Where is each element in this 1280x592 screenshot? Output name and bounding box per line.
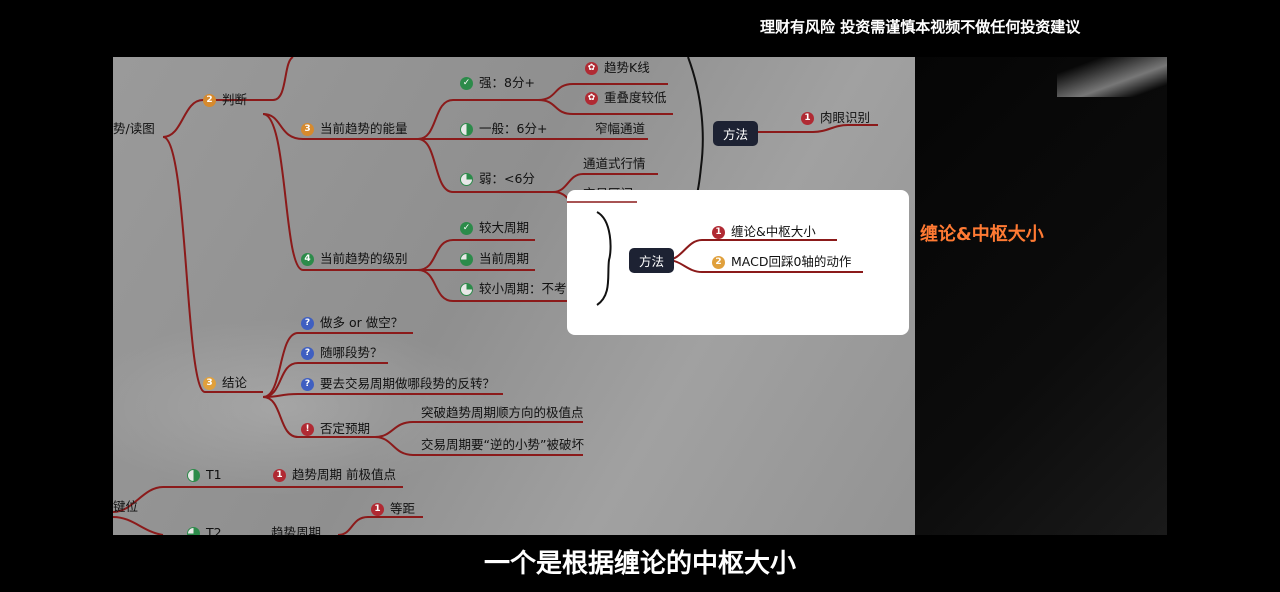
energy-node[interactable]: 3 当前趋势的能量 [301,121,408,137]
mindmap-connectors [113,57,878,535]
check-icon: ✓ [460,221,473,235]
t1-node[interactable]: T1 [187,467,222,483]
quarter-progress-icon [460,282,473,296]
number-1-icon: 1 [712,225,725,239]
number-1-icon: 1 [371,502,384,516]
smaller-period-node[interactable]: 较小周期：不考虑 [460,281,579,297]
number-1-icon: 1 [801,111,814,125]
conclusion-node[interactable]: 3 结论 [203,375,247,391]
quarter-progress-icon [460,172,473,186]
t2-period-node[interactable]: 趋势周期 [271,525,322,535]
disclaimer-text: 理财有风险 投资需谨慎本视频不做任何投资建议 [760,18,1081,36]
tag-icon: ✿ [585,61,598,75]
question-icon: ? [301,377,314,391]
larger-period-node[interactable]: ✓ 较大周期 [460,220,529,236]
low-overlap-node[interactable]: ✿ 重叠度较低 [585,90,667,106]
number-3-icon: 3 [301,122,314,136]
overlay-label: 缠论&中枢大小 [920,224,1044,245]
t1-extreme-node[interactable]: 1 趋势周期 前极值点 [273,467,396,483]
number-4-icon: 4 [301,252,314,266]
t2-node[interactable]: T2 [187,525,222,535]
background-panel [915,57,1167,535]
three-quarter-progress-icon [460,252,473,266]
channel-market-node[interactable]: 通道式行情 [583,156,646,171]
macd-node[interactable]: 2 MACD回踩0轴的动作 [712,254,851,270]
number-2-icon: 2 [712,255,725,269]
number-1-icon: 1 [273,468,286,482]
visual-identify-node[interactable]: 1 肉眼识别 [801,110,870,126]
question-icon: ? [301,346,314,360]
check-icon: ✓ [460,76,473,90]
long-short-node[interactable]: ? 做多 or 做空？ [301,315,403,331]
equidistant-node[interactable]: 1 等距 [371,501,415,517]
three-quarter-progress-icon [187,526,200,535]
number-2-icon: 2 [203,93,216,107]
number-3-icon: 3 [203,376,216,390]
method-top-node[interactable]: 方法 [713,121,759,146]
method-popup-node[interactable]: 方法 [629,248,675,273]
weak-node[interactable]: 弱：<6分 [460,171,535,187]
exclamation-icon: ! [301,422,314,436]
narrow-channel-node[interactable]: 窄幅通道 [595,121,646,136]
level-node[interactable]: 4 当前趋势的级别 [301,251,408,267]
tag-icon: ✿ [585,91,598,105]
strong-node[interactable]: ✓ 强：8分+ [460,75,535,91]
breakout-node[interactable]: 突破趋势周期顺方向的极值点 [421,405,584,420]
half-progress-icon [187,468,200,482]
root-node: 势/读图 [113,121,155,136]
chan-center-node[interactable]: 1 缠论&中枢大小 [712,224,816,240]
video-subtitle: 一个是根据缠论的中枢大小 [483,549,796,579]
medium-node[interactable]: 一般：6分+ [460,121,547,137]
reversal-node[interactable]: ? 要去交易周期做哪段势的反转？ [301,376,495,392]
follow-trend-node[interactable]: ? 随哪段势？ [301,345,383,361]
current-period-node[interactable]: 当前周期 [460,251,529,267]
counter-trend-node[interactable]: 交易周期要“逆的小势”被破坏 [421,437,584,452]
method-popup: 方法 1 缠论&中枢大小 2 MACD回踩0轴的动作 [567,190,909,335]
half-progress-icon [460,122,473,136]
judge-node[interactable]: 2 判断 [203,92,247,108]
key-level-node: 键位 [113,499,139,514]
question-icon: ? [301,316,314,330]
negate-node[interactable]: ! 否定预期 [301,421,370,437]
trend-k-node[interactable]: ✿ 趋势K线 [585,60,650,76]
